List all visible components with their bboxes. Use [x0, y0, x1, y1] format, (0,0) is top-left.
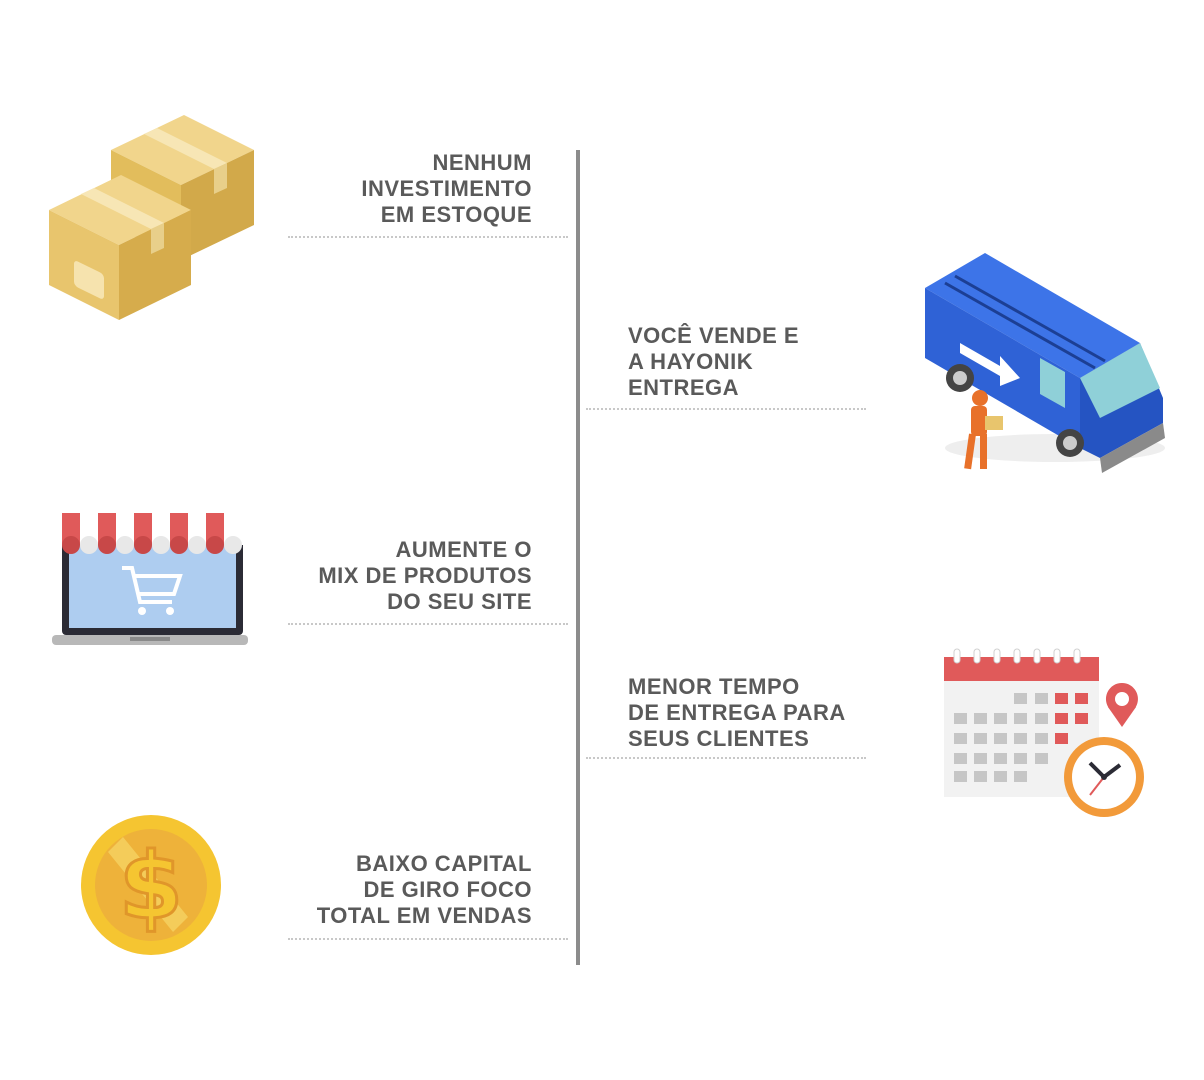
benefit-label-no-stock-investment: NENHUM INVESTIMENTO EM ESTOQUE: [361, 150, 532, 227]
svg-text:$: $: [119, 833, 183, 940]
online-store-icon: [50, 510, 250, 650]
dotted-divider: [586, 757, 866, 759]
dotted-divider: [288, 623, 568, 625]
benefit-label-faster-delivery: MENOR TEMPO DE ENTREGA PARA SEUS CLIENTE…: [628, 674, 846, 751]
calendar-clock-icon: [940, 645, 1150, 820]
dollar-coin-icon: $: [78, 812, 224, 958]
delivery-van-icon: [915, 248, 1170, 483]
benefit-label-product-mix: AUMENTE O MIX DE PRODUTOS DO SEU SITE: [318, 537, 532, 614]
dotted-divider: [288, 938, 568, 940]
boxes-icon: [44, 110, 259, 325]
dotted-divider: [586, 408, 866, 410]
benefit-label-low-working-capital: BAIXO CAPITAL DE GIRO FOCO TOTAL EM VEND…: [316, 851, 532, 928]
benefit-label-you-sell-we-deliver: VOCÊ VENDE E A HAYONIK ENTREGA: [628, 323, 800, 400]
timeline-axis: [576, 150, 580, 965]
dotted-divider: [288, 236, 568, 238]
